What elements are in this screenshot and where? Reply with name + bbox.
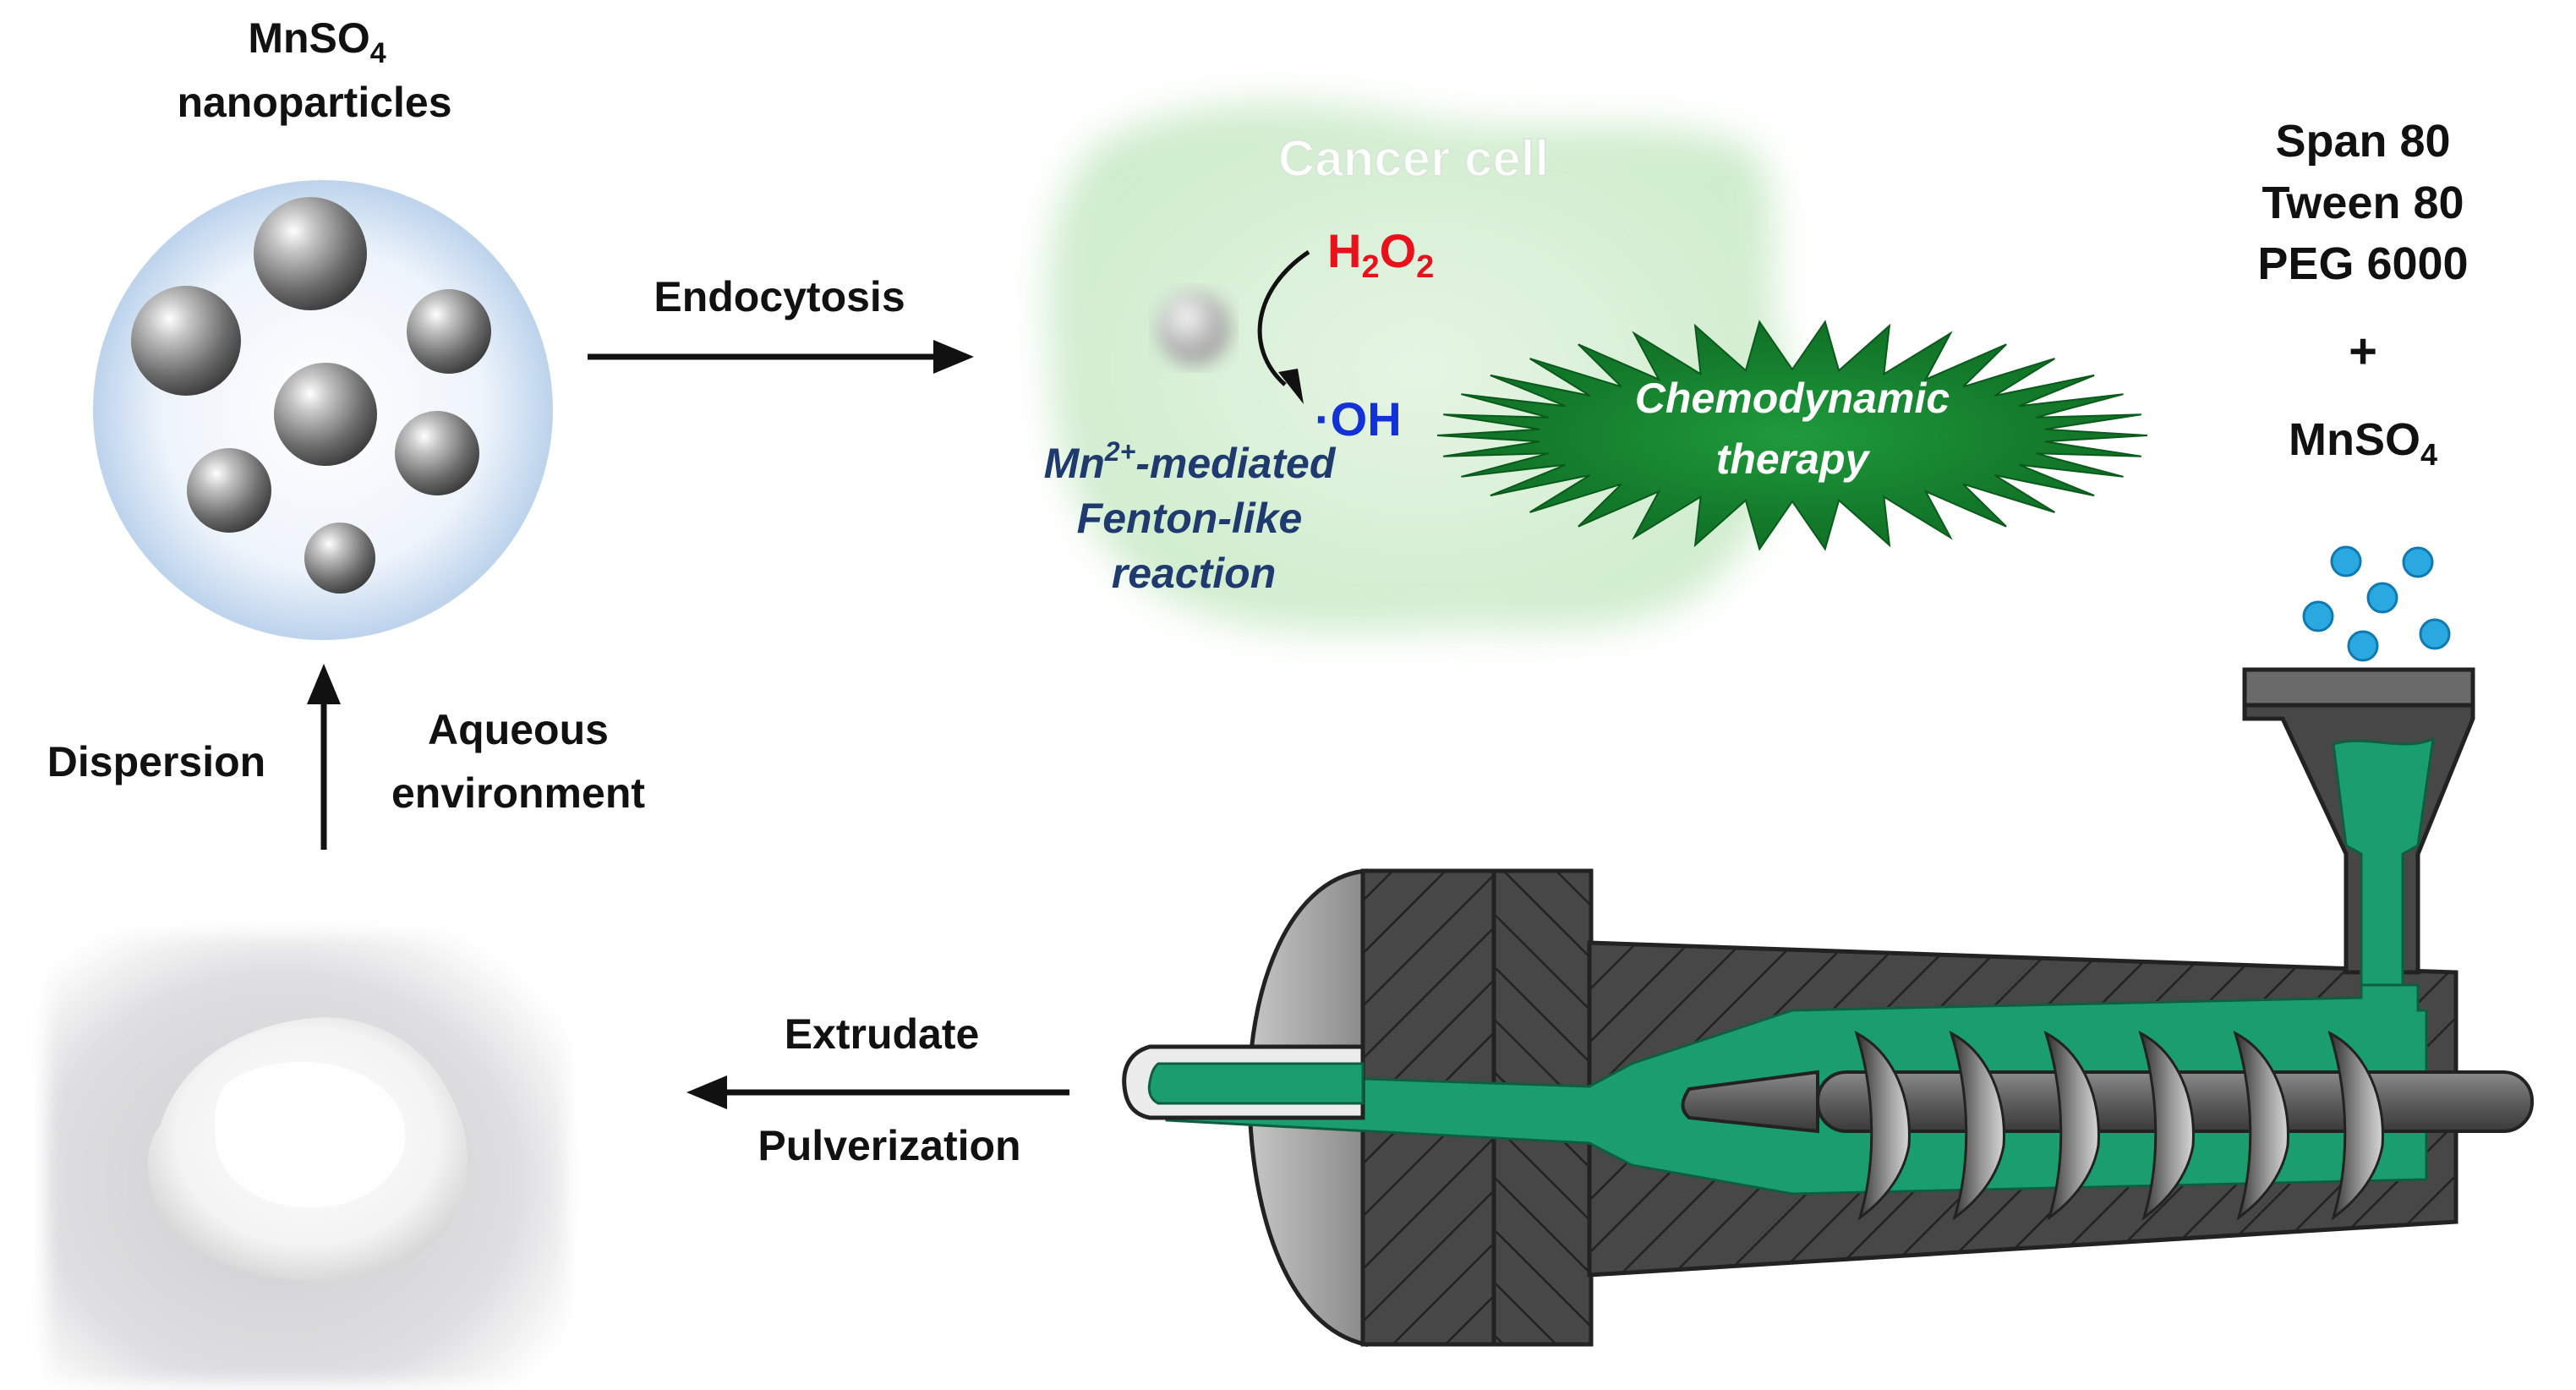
nanoparticle [395, 411, 479, 495]
feed-bead [2366, 582, 2398, 614]
feed-bead [2302, 600, 2334, 632]
therapy-label-line1: Chemodynamic [1635, 375, 1950, 422]
feed-bead [2402, 546, 2434, 578]
therapy-label-line2: therapy [1716, 435, 1871, 483]
nanoparticle [274, 363, 377, 466]
therapy-burst: Chemodynamic therapy [1436, 320, 2148, 551]
dispersion-label: Dispersion [47, 738, 265, 785]
dispersion-step: Dispersion Aqueous environment [47, 664, 645, 850]
feed-bead [2419, 618, 2451, 650]
screw-tip [1681, 1070, 1819, 1134]
screw-flight [2043, 1031, 2100, 1221]
nanoparticle [131, 286, 241, 396]
nanoparticles-title: MnSO4 [248, 14, 386, 69]
cell-nanoparticle [1157, 291, 1231, 365]
reaction-label-line2: Fenton-like [1077, 495, 1303, 542]
extrudate-label: Extrudate [785, 1010, 980, 1058]
screw-flight [2138, 1031, 2195, 1221]
reaction-label-line1: Mn2+-mediated [1044, 436, 1337, 487]
powder-photo [46, 934, 566, 1382]
plus-sign: + [2349, 324, 2377, 379]
ingredients-panel: Span 80 Tween 80 PEG 6000 + MnSO4 [2257, 116, 2469, 662]
hot-melt-extruder [1122, 667, 2534, 1348]
nanoparticle [187, 448, 271, 533]
endocytosis-step: Endocytosis [588, 273, 974, 374]
cancer-cell-label: Cancer cell [1278, 130, 1549, 187]
feed-bead [2347, 630, 2379, 662]
dispersion-arrowhead [307, 664, 341, 704]
ingredient-span80: Span 80 [2275, 116, 2450, 167]
endocytosis-arrowhead [933, 340, 974, 374]
therapy-starburst [1436, 320, 2148, 551]
ingredient-mnso4: MnSO4 [2289, 414, 2437, 472]
nanoparticles-subtitle: nanoparticles [177, 79, 451, 126]
pulverization-label: Pulverization [757, 1122, 1020, 1169]
nanoparticle-panel: MnSO4 nanoparticles [93, 14, 553, 640]
feed-bead [2330, 545, 2362, 577]
reaction-cycle-arrow [1257, 249, 1310, 386]
reaction-cycle-arrowhead [1278, 369, 1304, 404]
nanoparticle [254, 197, 367, 310]
screw-flight [1854, 1031, 1911, 1221]
extrusion-arrowhead [686, 1075, 727, 1109]
endocytosis-label: Endocytosis [654, 273, 905, 320]
extrudate-strand [1147, 1062, 1365, 1105]
powder-pile-highlight [214, 1061, 406, 1208]
h2o2-label: H2O2 [1327, 224, 1434, 285]
reaction-label-line3: reaction [1112, 550, 1277, 597]
screw-flight [2327, 1031, 2384, 1221]
hopper-rim [2242, 667, 2475, 708]
ingredient-tween80: Tween 80 [2262, 178, 2464, 228]
aqueous-label-line1: Aqueous [428, 706, 609, 753]
nanoparticle [407, 289, 491, 374]
hydroxyl-radical-label: ·OH [1315, 392, 1402, 446]
extrusion-step: Extrudate Pulverization [686, 1010, 1069, 1169]
ingredient-peg6000: PEG 6000 [2257, 238, 2468, 289]
aqueous-label-line2: environment [391, 769, 645, 817]
nanoparticle [304, 523, 375, 594]
screw-flight [1949, 1031, 2005, 1221]
screw-flight [2233, 1031, 2289, 1221]
